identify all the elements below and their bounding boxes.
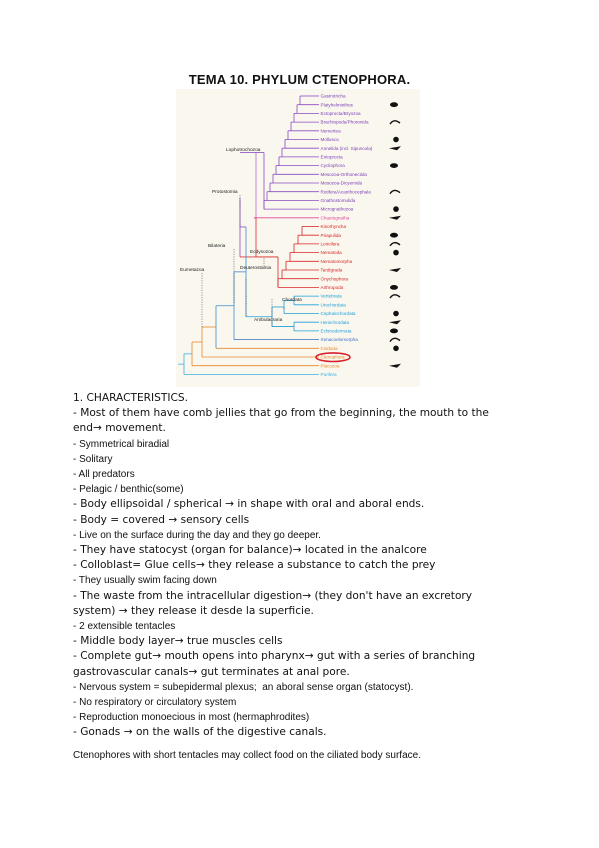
text-line: - The waste from the intracellular diges… [73,589,473,602]
taxon-label: Hemichordata [321,320,350,325]
clade-label-ecdysozoa: Ecdysozoa [250,249,274,255]
text-line: - Pelagic / benthic(some) [73,484,184,496]
taxon-label: Brachiopoda/Phoronida [321,120,369,125]
clade-label-lophotrochozoa: Lophotrochozoa [226,147,261,153]
text-line: - All predators [73,469,135,481]
text-line: end→ movement. [73,422,166,435]
organism-silhouette [389,268,401,272]
taxon-label: Urochordata [321,302,347,307]
taxon-label: Cephalochordata [321,311,356,316]
phylogenetic-tree: GastrotrichaPlatyhelminthesEctoprocta/Br… [178,94,401,377]
text-line: - Live on the surface during the day and… [73,529,321,541]
characteristics-list: 1. CHARACTERISTICS. - Most of them have … [73,391,583,741]
taxon-label: Gastrotricha [321,94,346,99]
text-line: - They usually swim facing down [73,575,217,587]
taxon-label: Xenacoelomorpha [321,337,359,342]
organism-silhouette [389,363,401,368]
taxon-label: Priapulida [321,233,342,238]
text-line: - Body ellipsoidal / spherical → in shap… [73,498,425,511]
organism-silhouette [390,163,398,168]
organism-silhouette [390,102,398,108]
organism-silhouette [390,285,398,290]
taxon-label: Placozoa [321,363,340,368]
taxon-label: Onychophora [321,276,349,281]
text-line: - Symmetrical biradial [73,438,170,450]
taxon-label: Rotifera/Acanthocephala [321,189,372,194]
taxon-label: Tardigrada [321,268,343,273]
taxon-label: Cycliophora [321,163,346,168]
clade-label-deuterostomia: Deuterostomia [240,265,272,271]
text-line: system) → they release it desde la super… [73,604,314,617]
taxon-label: Mesozoa-Orthonectida [321,172,368,177]
organism-silhouette [393,345,399,352]
taxon-label: Vertebrata [321,294,343,299]
organism-silhouette [393,310,399,317]
organism-silhouette [389,241,401,247]
organism-silhouette [389,146,401,151]
text-line: - Reproduction monoecious in most (herma… [73,712,310,724]
taxon-label: Nematomorpha [321,259,353,264]
page-title: TEMA 10. PHYLUM CTENOPHORA. [188,72,411,87]
taxon-label: Porifera [321,372,338,377]
taxon-label: Arthropoda [321,285,344,290]
text-line: - Colloblast= Glue cells→ they release a… [73,559,436,572]
organism-silhouette [389,120,401,125]
text-line: - Most of them have comb jellies that go… [73,407,489,420]
taxon-label: Nematoda [321,250,343,255]
text-line: - Gonads → on the walls of the digestive… [73,726,327,739]
text-line: - They have statocyst (organ for balance… [73,544,427,557]
taxon-label: Loricifera [321,242,340,247]
taxon-label: Gnathostomulida [321,198,356,203]
section-heading: 1. CHARACTERISTICS. [73,392,188,404]
footer-note: Ctenophores with short tentacles may col… [73,750,421,761]
organism-silhouette [390,328,398,334]
text-line: gastrovascular canals→ gut terminates at… [73,665,350,678]
organism-silhouette [389,294,401,299]
organism-silhouette [389,320,401,325]
text-line: - Body = covered → sensory cells [73,513,250,526]
text-line: - Nervous system = subepidermal plexus; … [73,681,414,693]
taxon-label: Kinorhyncha [321,224,347,229]
organism-silhouette [393,249,399,256]
taxon-label: Chaetognatha [321,215,350,220]
organism-silhouette [390,232,398,238]
text-line: - 2 extensible tentacles [73,621,176,633]
taxon-label: Ectoprocta/Bryozoa [321,111,362,116]
clade-label-eumetazoa: Eumetazoa [180,267,205,273]
taxon-label: Platyhelminthes [321,102,354,107]
organism-silhouette [389,337,401,343]
text-line: - Solitary [73,453,113,465]
clade-label-ambulacraria: Ambulacraria [254,317,283,323]
taxon-label: Mesozoa-Dicyemida [321,181,363,186]
highlight-ellipse [315,352,351,363]
clade-label-bilateria: Bilateria [208,243,226,249]
taxon-label: Entoprocta [321,155,344,160]
taxon-label: Cnidaria [321,346,339,351]
organism-silhouette [389,189,401,195]
taxon-label: Echinodermata [321,329,352,334]
text-line: - No respiratory or circulatory system [73,697,237,709]
taxon-label: Ctenophora [321,355,345,360]
organism-silhouette [393,136,399,143]
text-line: - Complete gut→ mouth opens into pharynx… [73,650,476,663]
taxon-label: Nemertea [321,128,342,133]
text-line: - Middle body layer→ true muscles cells [73,635,283,648]
organism-silhouette [389,215,401,220]
clade-label-chordata: Chordata [282,297,302,303]
clade-label-protostomia: Protostomia [212,189,238,195]
taxon-label: Mollusca [321,137,340,142]
taxon-label: Micrognathozoa [321,207,354,212]
organism-silhouette [393,206,399,212]
taxon-label: Annelida (incl. Sipuncula) [321,146,373,151]
